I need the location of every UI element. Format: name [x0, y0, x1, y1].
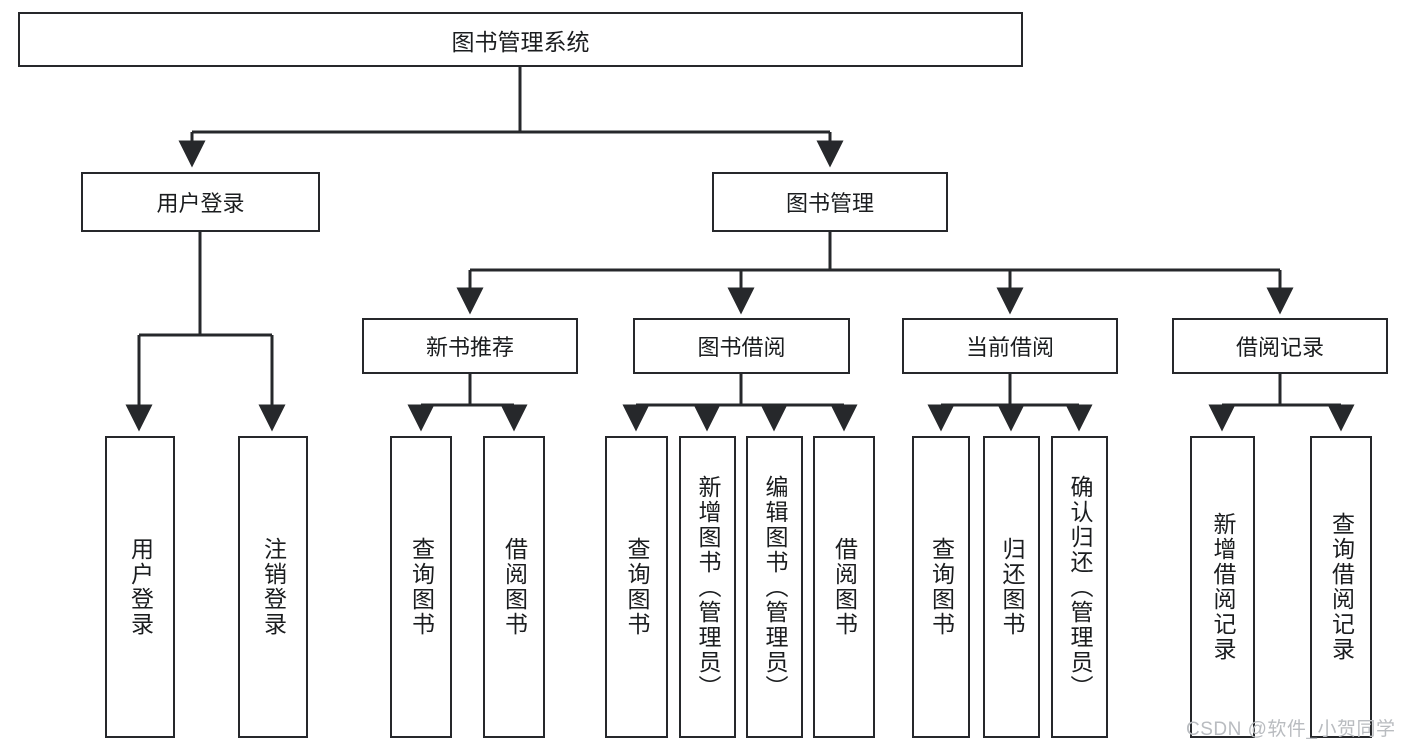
leaf-query-book-nbr-label: 查询图书: [408, 537, 435, 637]
leaf-logout-label: 注销登录: [260, 537, 287, 637]
leaf-query-book-cb[interactable]: 查询图书: [912, 436, 970, 738]
node-root-label: 图书管理系统: [451, 28, 590, 55]
node-current-borrow[interactable]: 当前借阅: [902, 318, 1118, 374]
leaf-add-book-admin[interactable]: 新增图书（管理员）: [679, 436, 736, 738]
leaf-confirm-return-admin-label: 确认归还（管理员）: [1067, 474, 1093, 700]
node-borrow-record[interactable]: 借阅记录: [1172, 318, 1388, 374]
leaf-confirm-return-admin[interactable]: 确认归还（管理员）: [1051, 436, 1108, 738]
leaf-add-borrow-record[interactable]: 新增借阅记录: [1190, 436, 1255, 738]
leaf-user-login-label: 用户登录: [127, 537, 154, 637]
node-borrow-record-label: 借阅记录: [1235, 335, 1324, 360]
leaf-query-book-bb[interactable]: 查询图书: [605, 436, 668, 738]
leaf-borrow-book-bb-label: 借阅图书: [831, 537, 858, 637]
node-current-borrow-label: 当前借阅: [965, 335, 1054, 360]
leaf-query-book-nbr[interactable]: 查询图书: [390, 436, 452, 738]
leaf-add-book-admin-label: 新增图书（管理员）: [695, 474, 721, 700]
leaf-query-borrow-record[interactable]: 查询借阅记录: [1310, 436, 1372, 738]
leaf-return-book[interactable]: 归还图书: [983, 436, 1040, 738]
leaf-borrow-book-bb[interactable]: 借阅图书: [813, 436, 875, 738]
node-new-book-recommend-label: 新书推荐: [425, 335, 514, 360]
node-book-borrow[interactable]: 图书借阅: [633, 318, 850, 374]
leaf-logout[interactable]: 注销登录: [238, 436, 308, 738]
node-user-login-label: 用户登录: [156, 191, 245, 216]
node-root[interactable]: 图书管理系统: [18, 12, 1023, 67]
node-user-login[interactable]: 用户登录: [81, 172, 320, 232]
leaf-return-book-label: 归还图书: [999, 537, 1025, 637]
node-book-management-label: 图书管理: [785, 191, 874, 216]
leaf-query-borrow-record-label: 查询借阅记录: [1328, 512, 1355, 662]
leaf-user-login[interactable]: 用户登录: [105, 436, 175, 738]
watermark: CSDN @软件_小贺同学: [1186, 719, 1396, 740]
node-book-management[interactable]: 图书管理: [712, 172, 948, 232]
leaf-edit-book-admin[interactable]: 编辑图书（管理员）: [746, 436, 803, 738]
leaf-borrow-book-nbr-label: 借阅图书: [501, 537, 528, 637]
leaf-query-book-bb-label: 查询图书: [624, 537, 650, 637]
leaf-edit-book-admin-label: 编辑图书（管理员）: [762, 474, 788, 700]
leaf-add-borrow-record-label: 新增借阅记录: [1210, 512, 1236, 662]
node-new-book-recommend[interactable]: 新书推荐: [362, 318, 578, 374]
leaf-borrow-book-nbr[interactable]: 借阅图书: [483, 436, 545, 738]
node-book-borrow-label: 图书借阅: [697, 335, 786, 360]
leaf-query-book-cb-label: 查询图书: [928, 537, 955, 637]
